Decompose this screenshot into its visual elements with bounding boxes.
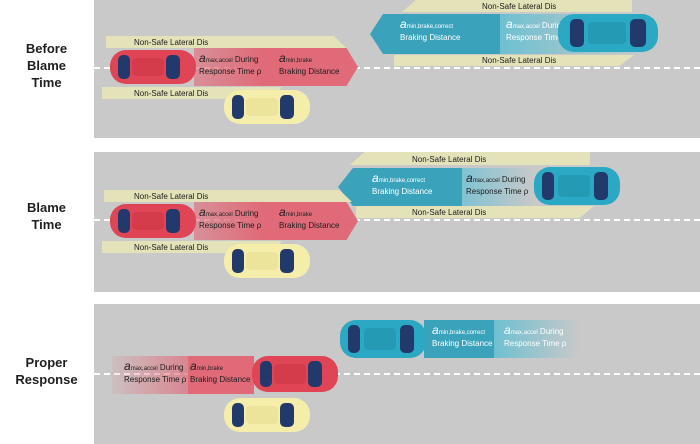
other-response-text: amax,accel During Response Time ρ bbox=[466, 171, 529, 196]
other-braking-text: amin,brake,correct Braking Distance bbox=[432, 323, 493, 348]
panel-label-proper-response: Proper Response bbox=[15, 355, 78, 387]
other-braking-text: amin,brake,correct Braking Distance bbox=[400, 17, 461, 42]
ego-braking-zone bbox=[262, 202, 358, 240]
ego-response-text: amax,accel During Response Time ρ bbox=[199, 205, 262, 230]
other-car bbox=[558, 14, 658, 52]
other-braking-zone bbox=[338, 168, 462, 206]
ego-braking-zone bbox=[188, 356, 254, 394]
lateral-zone bbox=[104, 190, 352, 202]
ego-response-zone bbox=[194, 48, 262, 86]
ego-car bbox=[110, 204, 196, 238]
ego-car bbox=[252, 356, 338, 392]
lateral-zone-label: Non-Safe Lateral Dis bbox=[412, 208, 487, 217]
lateral-zone bbox=[394, 55, 634, 66]
lane-divider bbox=[94, 373, 700, 375]
lateral-zone bbox=[106, 36, 346, 48]
lateral-zone bbox=[356, 206, 594, 218]
lateral-zone bbox=[402, 0, 632, 12]
third-car bbox=[224, 90, 310, 124]
ego-car bbox=[110, 50, 196, 84]
ego-response-text: amax,accel During Response Time ρ bbox=[124, 359, 187, 384]
ego-braking-text: amin,brake Braking Distance bbox=[279, 205, 340, 230]
other-braking-zone bbox=[424, 320, 494, 358]
lateral-zone-label: Non-Safe Lateral Dis bbox=[134, 89, 209, 98]
lane-divider bbox=[94, 219, 700, 221]
lateral-zone-label: Non-Safe Lateral Dis bbox=[482, 2, 557, 11]
ego-response-text: amax,accel During Response Time ρ bbox=[199, 51, 262, 76]
third-car bbox=[224, 244, 310, 278]
other-response-zone bbox=[462, 168, 536, 206]
lane-divider bbox=[94, 67, 700, 69]
other-response-zone bbox=[494, 320, 580, 358]
other-response-text: amax,accel During Response Time ρ bbox=[506, 17, 569, 42]
other-response-text: amax,accel During Response Time ρ bbox=[504, 323, 567, 348]
lateral-zone-label: Non-Safe Lateral Dis bbox=[134, 38, 209, 47]
lateral-zone-label: Non-Safe Lateral Dis bbox=[134, 192, 209, 201]
lateral-zone-label: Non-Safe Lateral Dis bbox=[482, 56, 557, 65]
other-car bbox=[534, 167, 620, 205]
other-car bbox=[340, 320, 426, 358]
panel-label-before-blame-time: Before Blame Time bbox=[25, 41, 68, 90]
ego-braking-text: amin,brake Braking Distance bbox=[279, 51, 340, 76]
panel-label-blame-time: Blame Time bbox=[26, 200, 67, 232]
lateral-zone-label: Non-Safe Lateral Dis bbox=[412, 155, 487, 164]
ego-response-zone bbox=[112, 356, 188, 394]
other-braking-zone bbox=[370, 14, 500, 54]
ego-braking-text: amin,brake Braking Distance bbox=[190, 359, 251, 384]
lateral-zone bbox=[350, 152, 590, 165]
road-blame-time: Non-Safe Lateral Dis amin,brake,correct … bbox=[94, 152, 700, 292]
road-proper-response: amin,brake,correct Braking Distance amax… bbox=[94, 304, 700, 444]
lateral-zone-label: Non-Safe Lateral Dis bbox=[134, 243, 209, 252]
road-before-blame-time: Non-Safe Lateral Dis amin,brake,correct … bbox=[94, 0, 700, 138]
other-braking-text: amin,brake,correct Braking Distance bbox=[372, 171, 433, 196]
third-car bbox=[224, 398, 310, 432]
ego-braking-zone bbox=[262, 48, 358, 86]
ego-response-zone bbox=[194, 202, 262, 240]
